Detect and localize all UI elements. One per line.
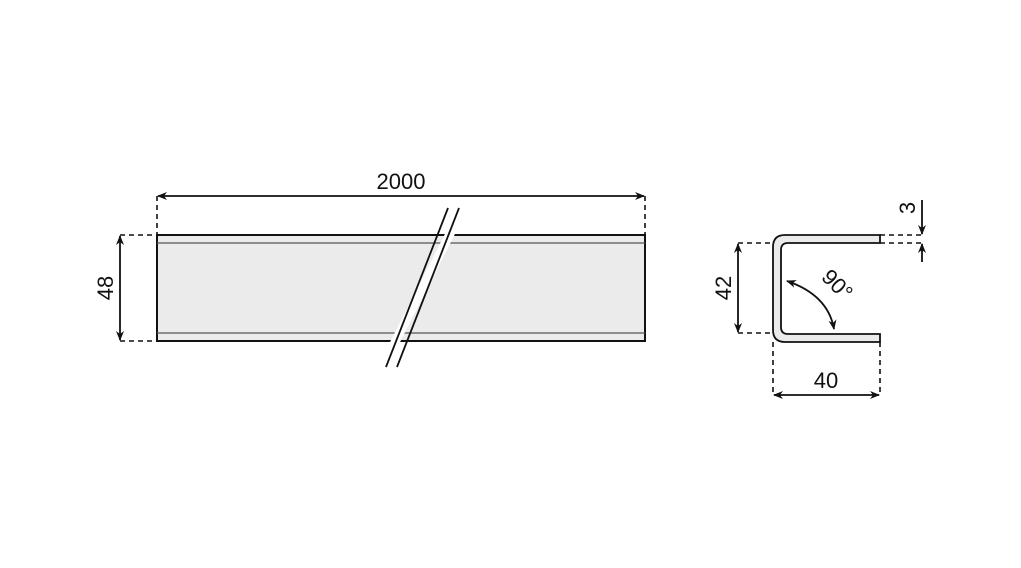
front-view: 2000 48 (93, 169, 646, 368)
angle-arc (786, 280, 837, 330)
angle-label: 90° (817, 264, 858, 305)
height-label: 48 (93, 276, 118, 300)
channel-profile (772, 234, 881, 343)
width-label: 40 (814, 368, 838, 393)
thickness-label: 3 (895, 202, 920, 214)
length-label: 2000 (377, 169, 426, 194)
break-line (385, 207, 449, 368)
section-view: 42 40 3 90° (711, 200, 926, 399)
inner-height-label: 42 (711, 276, 736, 300)
break-line (396, 207, 460, 368)
